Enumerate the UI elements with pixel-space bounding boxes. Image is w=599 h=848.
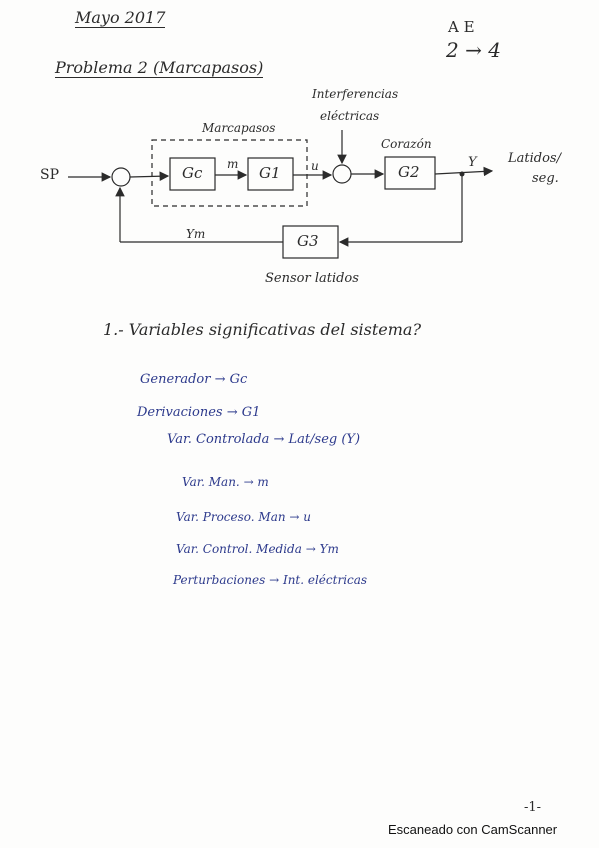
heart-label: Corazón xyxy=(381,137,432,151)
answer-line-4: Var. Man. → m xyxy=(182,475,269,489)
answer-line-1: Generador → Gc xyxy=(140,372,248,387)
answer-line-3: Var. Controlada → Lat/seg (Y) xyxy=(167,432,361,447)
answer-line-5: Var. Proceso. Man → u xyxy=(176,510,312,524)
block-gc-label: Gc xyxy=(182,164,203,182)
block-g2 xyxy=(384,156,436,190)
m-label: m xyxy=(227,157,239,171)
marcapasos-label: Marcapasos xyxy=(202,121,276,135)
beats-label-line1: Latidos/ xyxy=(508,151,561,166)
summing-junction-1 xyxy=(111,167,131,187)
question-title: 1.- Variables significativas del sistema… xyxy=(103,320,422,339)
corner-note-bottom: 2 → 4 xyxy=(446,38,501,62)
answer-line-2: Derivaciones → G1 xyxy=(137,405,261,420)
block-g3-label: G3 xyxy=(297,232,319,250)
scanner-watermark: Escaneado con CamScanner xyxy=(388,822,558,837)
sp-label: SP xyxy=(40,167,60,183)
marcapasos-group-box xyxy=(151,139,308,207)
interference-label-line1: Interferencias xyxy=(312,87,399,101)
problem-title: Problema 2 (Marcapasos) xyxy=(55,58,264,78)
block-gc xyxy=(169,157,216,191)
ym-label: Ym xyxy=(186,227,206,241)
date-heading: Mayo 2017 xyxy=(75,8,166,28)
corner-note-top: A E xyxy=(448,18,475,36)
page-number: -1- xyxy=(524,800,542,815)
summing-junction-2 xyxy=(332,164,352,184)
block-g2-label: G2 xyxy=(398,163,420,181)
u-label: u xyxy=(311,159,319,173)
pickoff-point xyxy=(459,171,465,177)
block-diagram xyxy=(68,130,494,259)
interference-label-line2: eléctricas xyxy=(320,109,380,123)
answer-line-6: Var. Control. Medida → Ym xyxy=(176,542,339,556)
y-label: Y xyxy=(468,155,477,170)
block-g1-label: G1 xyxy=(259,164,281,182)
block-g1 xyxy=(247,157,294,191)
answer-line-7: Perturbaciones → Int. eléctricas xyxy=(173,573,368,587)
sensor-label: Sensor latidos xyxy=(265,271,359,286)
beats-label-line2: seg. xyxy=(532,171,559,186)
